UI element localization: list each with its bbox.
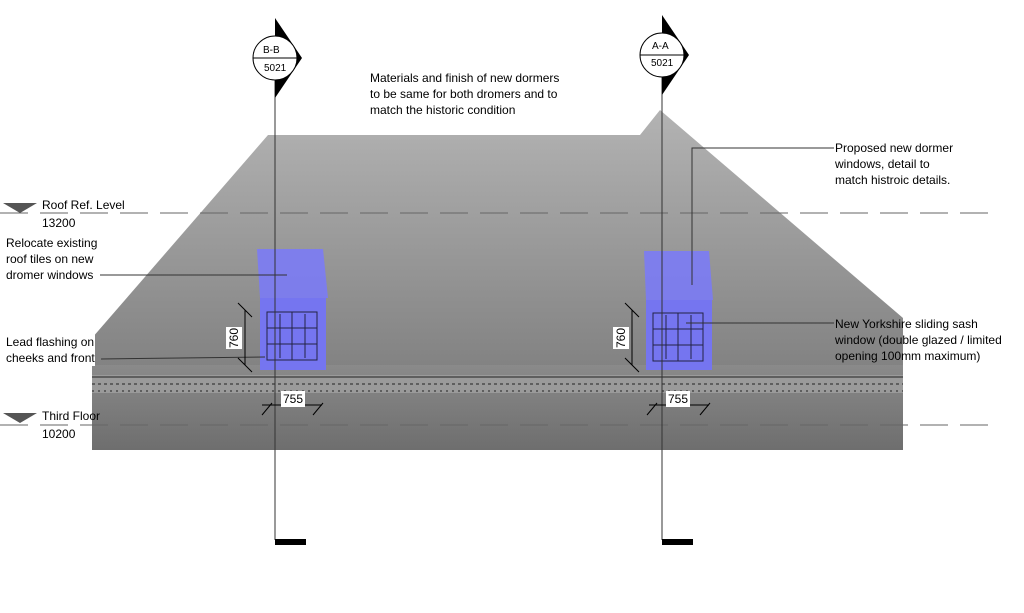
level-name-third: Third Floor <box>42 409 101 423</box>
roof <box>92 110 903 368</box>
section-id-left[interactable]: B-B <box>263 45 280 56</box>
tile-strip <box>92 375 903 393</box>
note-relocate: Relocate existing roof tiles on new drom… <box>6 235 98 283</box>
section-end-left <box>275 539 306 545</box>
section-sheet-right: 5021 <box>651 58 674 69</box>
level-marker-icon <box>3 413 37 423</box>
dormer-left <box>257 249 328 370</box>
note-proposed: Proposed new dormer windows, detail to m… <box>835 141 954 187</box>
dormer-right <box>644 251 713 370</box>
section-head-right-icon <box>639 15 689 95</box>
level-elevation-roof: 13200 <box>42 216 76 230</box>
level-elevation-third: 10200 <box>42 427 76 441</box>
dim-width-right: 755 <box>666 391 691 407</box>
section-end-right <box>662 539 693 545</box>
note-sash: New Yorkshire sliding sash window (doubl… <box>835 317 1002 363</box>
section-head-left-icon <box>252 18 302 98</box>
dim-height-left: 760 <box>226 326 243 350</box>
level-name-roof: Roof Ref. Level <box>42 198 125 212</box>
section-sheet-left: 5021 <box>264 63 287 74</box>
note-materials: Materials and finish of new dormers to b… <box>370 71 560 117</box>
dim-height-right: 760 <box>613 326 630 350</box>
dim-width-left: 755 <box>281 391 306 407</box>
section-id-right[interactable]: A-A <box>652 41 669 52</box>
level-marker-icon <box>3 203 37 213</box>
note-lead: Lead flashing on cheeks and front <box>6 334 95 366</box>
